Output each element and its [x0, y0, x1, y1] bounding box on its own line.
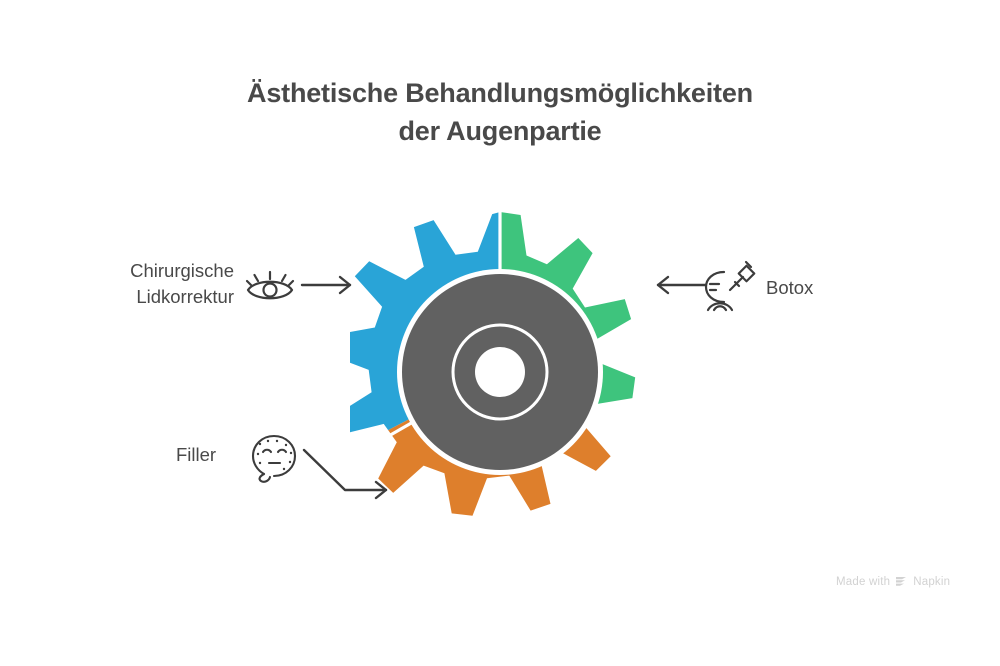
- label-botox-text: Botox: [766, 277, 814, 298]
- napkin-logo-icon: [895, 575, 908, 588]
- arrow-left-icon: [648, 268, 710, 302]
- arrow-right-icon: [298, 268, 360, 302]
- title-line-1: Ästhetische Behandlungsmöglichkeiten: [247, 78, 753, 108]
- syringe-face-icon: [700, 258, 758, 316]
- title-line-2: der Augenpartie: [398, 116, 602, 146]
- watermark-brand: Napkin: [913, 575, 951, 588]
- gear-diagram: [331, 202, 654, 540]
- center-hub: [397, 269, 603, 475]
- arrow-elbow-icon: [298, 444, 398, 506]
- watermark-prefix: Made with: [836, 575, 891, 588]
- eye-icon: [244, 262, 296, 310]
- label-lidkorrektur: Chirurgische Lidkorrektur: [98, 258, 234, 310]
- label-filler-text: Filler: [176, 444, 217, 465]
- napkin-watermark: Made with Napkin: [836, 575, 950, 588]
- face-dots-icon: [248, 432, 302, 486]
- label-botox: Botox: [766, 275, 813, 301]
- label-filler: Filler: [176, 442, 216, 468]
- label-lidkorrektur-line-1: Chirurgische: [130, 260, 234, 281]
- page-title: Ästhetische Behandlungsmöglichkeiten der…: [0, 74, 1000, 150]
- label-lidkorrektur-line-2: Lidkorrektur: [136, 286, 234, 307]
